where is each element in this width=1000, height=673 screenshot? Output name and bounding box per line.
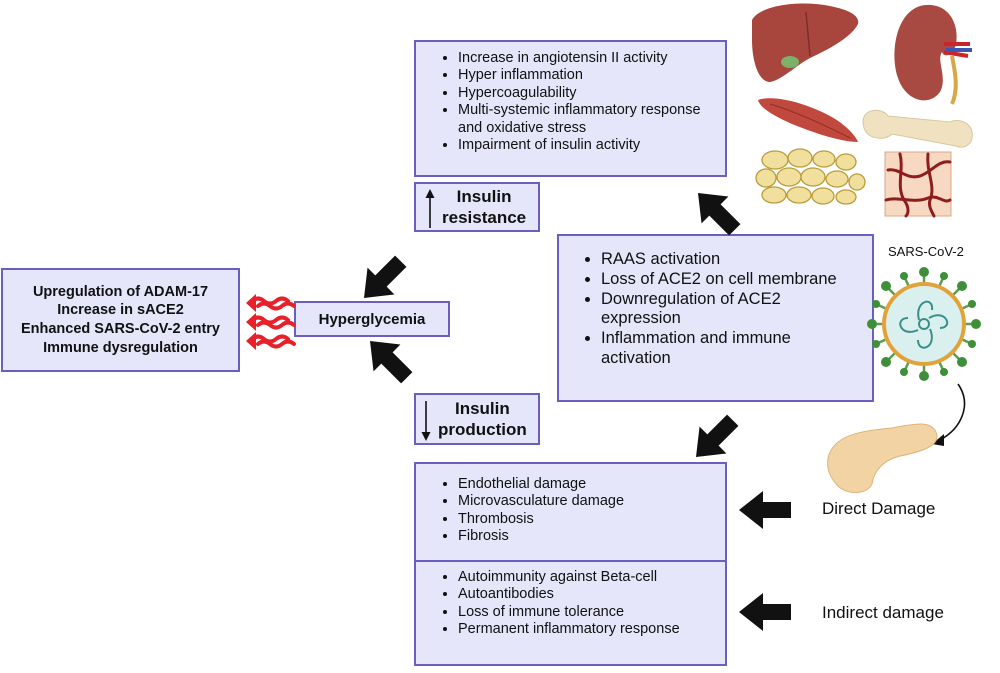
indirect-damage-item: Loss of immune tolerance [458,604,717,621]
bone-icon [862,109,973,148]
top-box-item: Multi-systemic inflammatory response and… [458,102,717,137]
left-box-line: Increase in sACE2 [57,302,184,319]
hyperglycemia-box: Hyperglycemia [294,301,450,337]
direct-damage-item: Fibrosis [458,528,717,545]
arrow-to-hyperglycemia-from-production-icon [356,327,421,392]
arrow-indirect-damage-icon [739,593,791,631]
indirect-damage-box: Autoimmunity against Beta-cell Autoantib… [414,560,727,666]
top-box-item: Increase in angiotensin II activity [458,50,717,67]
vasculature-icon [884,151,952,218]
adipose-tissue-icon [755,148,866,205]
adam17-effects-box: Upregulation of ADAM-17 Increase in sACE… [1,268,240,372]
muscle-icon [758,98,858,142]
middle-box-item: Loss of ACE2 on cell membrane [601,270,864,290]
indirect-damage-item: Autoantibodies [458,586,717,603]
middle-box-item: Downregulation of ACE2 expression [601,290,864,330]
arrow-to-hyperglycemia-from-resistance-icon [350,247,415,312]
arrow-direct-damage-icon [739,491,791,529]
up-arrow-icon [424,186,436,228]
kidney-icon [894,4,972,105]
down-arrow-icon [420,397,432,441]
indirect-damage-item: Autoimmunity against Beta-cell [458,569,717,586]
top-box-item: Hypercoagulability [458,85,717,102]
indirect-damage-label: Indirect damage [822,603,944,622]
direct-damage-item: Thrombosis [458,511,717,528]
top-box-item: Impairment of insulin activity [458,137,717,154]
insulin-production-box: Insulin production [414,393,540,445]
direct-damage-label: Direct Damage [822,499,936,518]
red-wave-arrows-icon [246,294,296,350]
arrow-to-top-box-icon [684,179,749,244]
arrow-to-bottom-box-icon [682,406,747,471]
direct-damage-item: Microvasculature damage [458,493,717,510]
left-box-line: Enhanced SARS-CoV-2 entry [20,321,220,337]
virus-to-pancreas-arrow-icon [932,383,966,446]
insulin-production-line1: Insulin [454,398,510,418]
insulin-resistance-box: Insulin resistance [414,182,540,232]
sars-cov-2-label: SARS-CoV-2 [888,244,964,259]
left-box-line: Immune dysregulation [43,339,198,356]
direct-damage-box: Endothelial damage Microvasculature dama… [414,462,727,562]
middle-box-item: Inflammation and immune activation [601,329,864,369]
top-box-item: Hyper inflammation [458,67,717,84]
indirect-damage-item: Permanent inflammatory response [458,621,717,638]
sars-cov-2-virus-icon [867,267,981,381]
insulin-resistance-line1: Insulin [456,186,512,206]
hyperglycemia-label: Hyperglycemia [318,310,426,328]
pancreas-icon [827,423,938,493]
insulin-production-line2: production [438,420,527,439]
insulin-resistance-line2: resistance [442,208,527,227]
liver-icon [752,3,859,83]
top-mechanisms-box: Increase in angiotensin II activity Hype… [414,40,727,177]
middle-box-item: RAAS activation [601,250,864,270]
left-box-line: Upregulation of ADAM-17 [32,283,209,300]
direct-damage-item: Endothelial damage [458,476,717,493]
ace2-mechanisms-box: RAAS activation Loss of ACE2 on cell mem… [557,234,874,402]
